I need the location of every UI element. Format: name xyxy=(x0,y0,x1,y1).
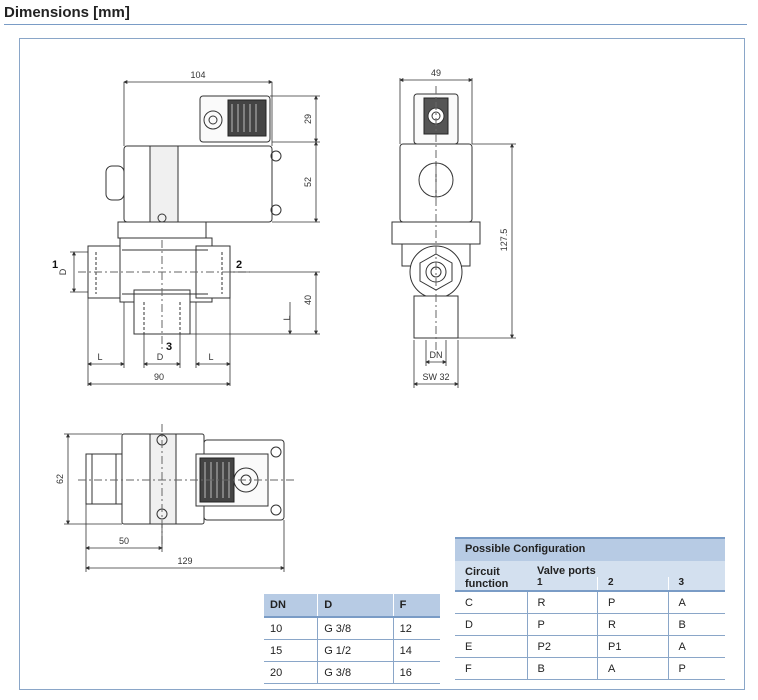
port-cell: A xyxy=(668,635,725,658)
port-cell: R xyxy=(527,591,599,614)
circuit-cell: C xyxy=(455,591,528,614)
side-view xyxy=(391,86,481,350)
dn-cell: 15 xyxy=(264,639,319,662)
port-cell: P xyxy=(597,591,669,614)
page-title: Dimensions [mm] xyxy=(4,4,130,21)
port-3-label: 3 xyxy=(166,341,172,353)
front-view xyxy=(78,95,282,350)
circuit-cell: F xyxy=(455,657,528,680)
table-row: C R P A xyxy=(455,591,725,614)
port-cell: B xyxy=(527,657,599,680)
top-dimension-labels: 62 50 129 xyxy=(55,474,193,566)
top-dimensions xyxy=(64,433,285,572)
f-cell: 16 xyxy=(393,661,440,684)
dim-label-SW32: SW 32 xyxy=(422,372,449,382)
config-table: Circuit function Valve ports 1 2 3 C R P… xyxy=(455,561,725,680)
port-cell: P xyxy=(527,613,599,636)
port-3-header: 3 xyxy=(667,577,725,592)
d-cell: G 3/8 xyxy=(317,617,394,640)
dim-label-D-bottom: D xyxy=(157,352,164,362)
d-cell: G 1/2 xyxy=(317,639,394,662)
dn-header: DN xyxy=(264,594,319,618)
dim-top-height-62: 62 xyxy=(55,474,65,484)
port-cell: P2 xyxy=(527,635,599,658)
dn-cell: 10 xyxy=(264,617,319,640)
dim-label-D: D xyxy=(58,268,68,275)
config-title: Possible Configuration xyxy=(455,537,725,561)
dn-size-table: DN D F 10 G 3/8 12 15 G 1/2 14 20 G 3/8 … xyxy=(264,594,440,684)
table-row: F B A P xyxy=(455,657,725,680)
dim-front-width-104: 104 xyxy=(190,70,205,80)
circuit-cell: D xyxy=(455,613,528,636)
valve-ports-header: Valve ports xyxy=(527,561,725,577)
side-dimension-labels: 49 127.5 DN SW 32 xyxy=(422,68,509,382)
circuit-function-header: Circuit function xyxy=(455,561,527,592)
port-cell: P1 xyxy=(597,635,669,658)
dim-plug-height-29: 29 xyxy=(303,114,313,124)
port-1-header: 1 xyxy=(527,577,598,592)
possible-configuration-panel: Possible Configuration Circuit function … xyxy=(455,537,725,680)
dim-coil-height-52: 52 xyxy=(303,177,313,187)
port-1-label: 1 xyxy=(52,259,58,271)
port-labels: 1 2 3 xyxy=(52,259,242,353)
table-row: 10 G 3/8 12 xyxy=(264,617,440,640)
dim-label-L: L xyxy=(282,315,292,320)
dim-side-width-49: 49 xyxy=(431,68,441,78)
table-row: E P2 P1 A xyxy=(455,635,725,658)
d-cell: G 3/8 xyxy=(317,661,394,684)
dim-total-height-127-5: 127.5 xyxy=(499,229,509,252)
port-2-header: 2 xyxy=(597,577,669,592)
front-dimensions xyxy=(70,80,320,386)
f-cell: 12 xyxy=(393,617,440,640)
port-cell: B xyxy=(668,613,725,636)
table-row: D P R B xyxy=(455,613,725,636)
table-row: 20 G 3/8 16 xyxy=(264,661,440,684)
circuit-cell: E xyxy=(455,635,528,658)
dim-lower-height-40: 40 xyxy=(303,295,313,305)
front-dimension-labels: 104 29 52 40 L D 90 L L D xyxy=(58,70,313,382)
table-row: 15 G 1/2 14 xyxy=(264,639,440,662)
side-dimensions xyxy=(399,78,516,388)
dim-body-width-90: 90 xyxy=(154,372,164,382)
dim-top-offset-50: 50 xyxy=(119,536,129,546)
dim-top-width-129: 129 xyxy=(177,556,192,566)
dn-cell: 20 xyxy=(264,661,319,684)
port-cell: P xyxy=(668,657,725,680)
dim-label-DN: DN xyxy=(430,350,443,360)
dim-label-L-left: L xyxy=(97,352,102,362)
dim-label-L-right: L xyxy=(208,352,213,362)
f-header: F xyxy=(393,594,440,618)
title-divider xyxy=(4,24,747,25)
port-cell: A xyxy=(597,657,669,680)
port-2-label: 2 xyxy=(236,259,242,271)
d-header: D xyxy=(317,594,394,618)
port-cell: A xyxy=(668,591,725,614)
port-cell: R xyxy=(597,613,669,636)
f-cell: 14 xyxy=(393,639,440,662)
top-view xyxy=(78,424,296,548)
